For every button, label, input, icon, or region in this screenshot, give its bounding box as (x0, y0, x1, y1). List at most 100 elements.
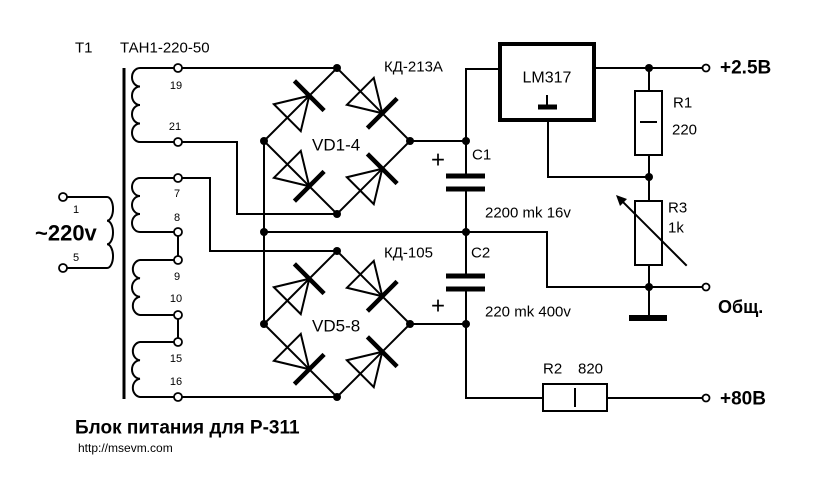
pin-label-7: 7 (174, 188, 180, 200)
capacitor-c1: + C1 2200 mk 16v (431, 147, 571, 222)
pin-label-21: 21 (169, 121, 181, 133)
transformer-model: ТАН1-220-50 (120, 40, 210, 57)
output-terminal-80v[interactable] (701, 393, 711, 403)
junction-dot (462, 137, 470, 145)
output-label-common: Общ. (718, 297, 763, 317)
diode-top-left (271, 79, 326, 134)
terminal-10[interactable] (173, 310, 183, 320)
junction-dot (645, 173, 653, 181)
junction-dot (406, 320, 414, 328)
wire-7-to-vd5-top (181, 177, 338, 252)
diode-bottom-left (271, 148, 326, 203)
diode-anode-triangle (344, 167, 384, 207)
diode-anode-triangle (344, 258, 384, 298)
pin-label-15: 15 (170, 353, 182, 365)
terminal-15[interactable] (173, 337, 183, 347)
junction-dot (406, 137, 414, 145)
resistor-r2: R2 820 (542, 361, 608, 412)
c1-ref: C1 (472, 147, 491, 164)
junction-dot (333, 247, 341, 255)
r3-value: 1k (668, 220, 684, 237)
diode-top-left (271, 262, 326, 317)
pin-label-9: 9 (174, 271, 180, 283)
c2-value: 220 mk 400v (485, 304, 571, 321)
r3-ref: R3 (668, 200, 687, 217)
diode-cathode-bar (292, 79, 326, 113)
secondary-terminals (173, 63, 183, 402)
terminal-7[interactable] (173, 173, 183, 183)
r1-ref: R1 (673, 95, 692, 112)
wire-21-to-vd1-bottom (181, 141, 338, 215)
primary-winding (66, 196, 114, 269)
secondary-winding-9-10 (131, 259, 175, 316)
diode-cathode-bar (365, 152, 399, 186)
terminal-21[interactable] (173, 137, 183, 147)
capacitor-c2: + C2 220 mk 400v (431, 245, 571, 321)
diode-anode-triangle (271, 94, 311, 134)
pin-label-5: 5 (73, 252, 79, 264)
diode-bottom-left (271, 331, 326, 386)
diode-anode-triangle (271, 277, 311, 317)
terminal-9[interactable] (173, 255, 183, 265)
output-label-80v: +80В (720, 389, 766, 410)
junction-dot (462, 228, 470, 236)
diode-bottom-right (344, 335, 399, 390)
bridge-vd5-8-ref: VD5-8 (312, 317, 360, 336)
output-label-2-5v: +2.5В (720, 58, 771, 79)
diode-top-right (344, 75, 399, 130)
junctions (260, 64, 653, 401)
r1-value: 220 (672, 122, 697, 139)
bridge-vd1-4-part: КД-213А (384, 59, 443, 76)
wire-common (263, 231, 704, 288)
pin-label-19: 19 (170, 80, 182, 92)
junction-dot (260, 320, 268, 328)
junction-dot (260, 137, 268, 145)
diode-cathode-bar (292, 262, 326, 296)
bridge-vd5-8-part: КД-105 (384, 245, 433, 262)
pin-label-8: 8 (174, 212, 180, 224)
diode-anode-triangle (271, 148, 311, 188)
c2-ref: C2 (471, 245, 490, 262)
terminal-19[interactable] (173, 63, 183, 73)
primary-terminal-5[interactable] (58, 263, 68, 273)
resistor-r1: R1 220 (634, 90, 697, 156)
c1-value: 2200 mk 16v (485, 205, 571, 222)
transformer-t1: T1 ТАН1-220-50 1 5 ~220v 19 21 7 8 9 10 … (35, 40, 210, 399)
wire-lm317-adj (547, 119, 650, 178)
output-terminal-2-5v[interactable] (701, 63, 711, 73)
terminal-16[interactable] (173, 392, 183, 402)
pin-label-16: 16 (170, 376, 182, 388)
secondary-winding-7-8 (131, 177, 175, 233)
diode-cathode-bar (365, 96, 399, 130)
primary-voltage-label: ~220v (35, 221, 98, 246)
diode-cathode-bar (292, 352, 326, 386)
secondary-winding-19-21 (131, 67, 175, 143)
diode-cathode-bar (292, 169, 326, 203)
primary-terminal-1[interactable] (58, 192, 68, 202)
diode-cathode-bar (365, 335, 399, 369)
resistor-r3-variable: R3 1k (616, 195, 688, 267)
regulator-part: LM317 (523, 70, 572, 87)
junction-dot (333, 64, 341, 72)
bridge-vd1-4-ref: VD1-4 (312, 136, 360, 155)
diode-anode-triangle (344, 350, 384, 390)
secondary-winding-15-16 (131, 341, 175, 398)
transformer-ref: T1 (75, 40, 93, 57)
pin-label-10: 10 (170, 293, 182, 305)
diagram-title: Блок питания для Р-311 (75, 418, 300, 439)
junction-dot (645, 64, 653, 72)
junction-dot (333, 210, 341, 218)
output-terminal-common[interactable] (701, 282, 711, 292)
c2-polarity-plus: + (431, 293, 445, 320)
diode-bottom-right (344, 152, 399, 207)
terminal-8[interactable] (173, 227, 183, 237)
junction-dot (260, 228, 268, 236)
outputs: +2.5В Общ. +80В (701, 58, 771, 410)
diode-cathode-bar (365, 279, 399, 313)
junction-dot (645, 283, 653, 291)
junction-dot (333, 393, 341, 401)
source-url[interactable]: http://msevm.com (78, 441, 173, 455)
r3-adjust-arrow-line (619, 198, 688, 267)
